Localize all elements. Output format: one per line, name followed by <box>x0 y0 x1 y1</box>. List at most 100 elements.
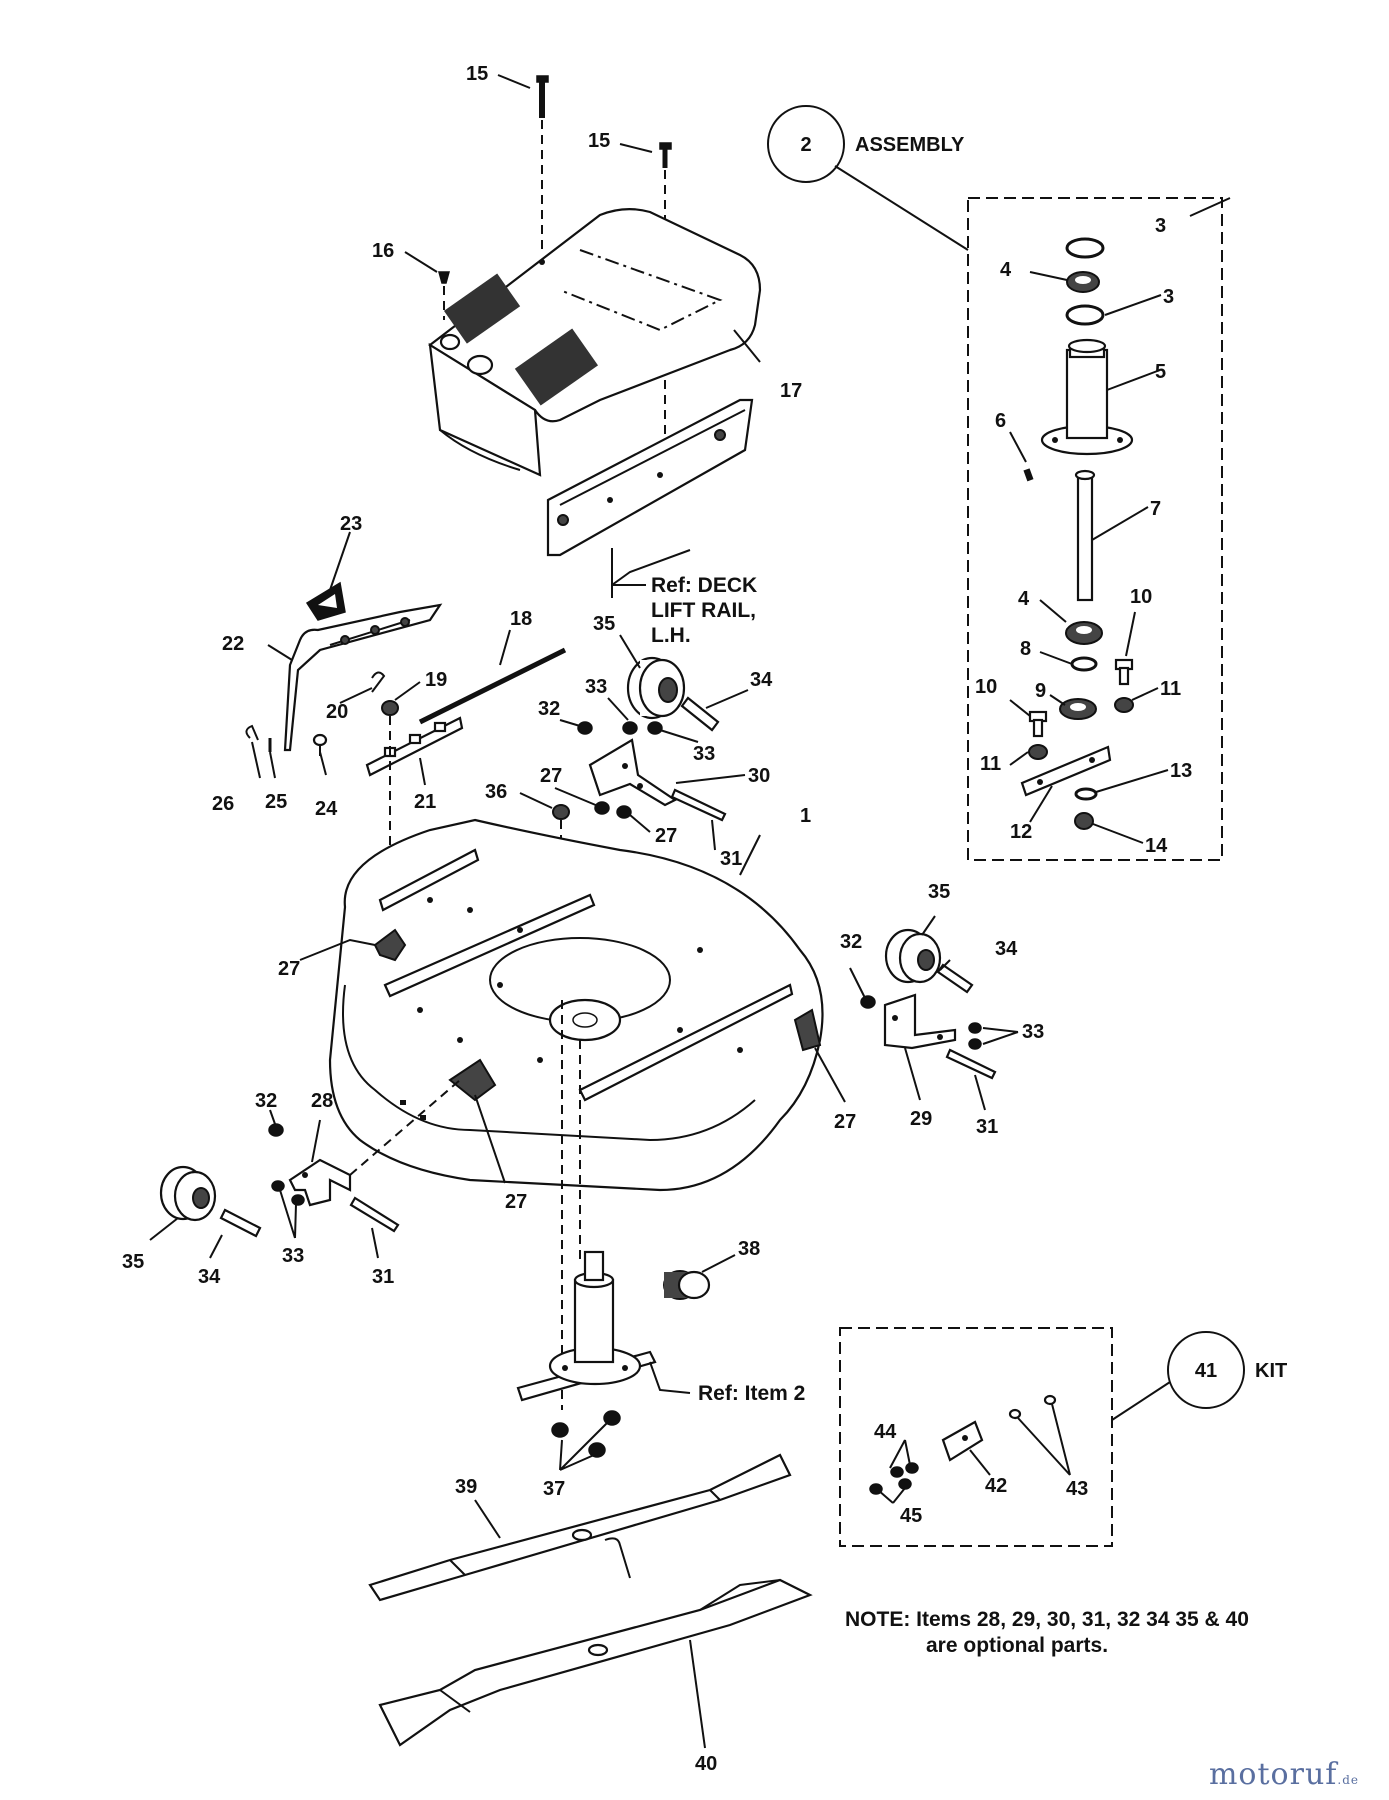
nut-19 <box>381 700 399 716</box>
callout-45: 45 <box>900 1505 922 1527</box>
callout-34: 34 <box>750 669 773 691</box>
bearing-4-lower <box>1065 621 1103 645</box>
callout-11: 11 <box>1160 678 1181 700</box>
axle-34-left <box>219 1208 262 1238</box>
cotter-20 <box>371 671 386 693</box>
spindle-assembly <box>516 1250 657 1402</box>
callout-16: 16 <box>372 240 394 262</box>
callout-27: 27 <box>655 825 677 847</box>
nut-36 <box>552 804 570 820</box>
washers-45 <box>869 1478 912 1495</box>
callout-28: 28 <box>311 1090 333 1112</box>
nut-32-right <box>860 995 876 1009</box>
callout-3: 3 <box>1155 215 1166 237</box>
bolt-31-left <box>349 1196 400 1233</box>
ref-deck-lift-rail: Ref: DECK LIFT RAIL, L.H. <box>611 548 757 647</box>
leader-lines <box>149 74 1231 1749</box>
watermark-logo: motoruf.de <box>1208 1757 1359 1792</box>
assembly-number: 2 <box>800 134 811 156</box>
callout-24: 24 <box>315 798 338 820</box>
bolt-31-top <box>670 788 727 822</box>
callout-numbers: 15 15 16 17 18 19 20 21 22 23 24 25 26 2… <box>122 63 1192 1775</box>
callout-35: 35 <box>928 881 950 903</box>
blade-40 <box>378 1578 813 1747</box>
deck-lift-rail <box>546 398 754 557</box>
callout-13: 13 <box>1170 760 1192 782</box>
callout-25: 25 <box>265 791 287 813</box>
callout-10: 10 <box>975 676 997 698</box>
callout-39: 39 <box>455 1476 477 1498</box>
callout-19: 19 <box>425 669 447 691</box>
callout-31: 31 <box>976 1116 998 1138</box>
callout-15: 15 <box>466 63 488 85</box>
nut-32-left <box>268 1123 284 1137</box>
callout-27: 27 <box>540 765 562 787</box>
bolt-10-left <box>1028 710 1048 738</box>
kit-label: KIT <box>1255 1360 1287 1382</box>
callout-14: 14 <box>1145 835 1168 857</box>
nut-11-right <box>1114 697 1134 713</box>
callout-32: 32 <box>840 931 862 953</box>
nuts-27-top <box>594 801 632 819</box>
callout-38: 38 <box>738 1238 760 1260</box>
callout-40: 40 <box>695 1753 717 1775</box>
callout-37: 37 <box>543 1478 565 1500</box>
callout-6: 6 <box>995 410 1006 432</box>
washer-8 <box>1070 656 1098 672</box>
callout-1: 1 <box>800 805 811 827</box>
callout-11: 11 <box>980 753 1001 775</box>
note-line1: NOTE: Items 28, 29, 30, 31, 32 34 35 & 4… <box>845 1608 1249 1631</box>
roller-35-left <box>159 1165 217 1222</box>
washer-13 <box>1074 787 1098 801</box>
callout-23: 23 <box>340 513 362 535</box>
bracket-28 <box>288 1158 352 1207</box>
callout-21: 21 <box>414 791 436 813</box>
bearing-4-top <box>1066 271 1100 293</box>
spindle-shaft-7 <box>1074 469 1096 602</box>
nut-32-top <box>577 721 593 735</box>
callout-35: 35 <box>593 613 615 635</box>
callout-27: 27 <box>505 1191 527 1213</box>
callout-44: 44 <box>874 1421 897 1443</box>
bracket-30 <box>588 738 678 807</box>
kit-number: 41 <box>1195 1360 1217 1382</box>
callout-33: 33 <box>693 743 715 765</box>
axle-34-top <box>680 696 720 732</box>
kit-41-callout: 41 KIT <box>1111 1331 1287 1421</box>
nut-14 <box>1074 812 1094 830</box>
nuts-44 <box>890 1462 919 1478</box>
blade-39 <box>368 1453 792 1602</box>
bracket-42 <box>941 1420 984 1462</box>
callout-15: 15 <box>588 130 610 152</box>
bolt-31-right <box>945 1048 997 1080</box>
bearing-38 <box>663 1270 711 1300</box>
callout-20: 20 <box>326 701 348 723</box>
callout-32: 32 <box>255 1090 277 1112</box>
handle-bracket-22 <box>283 603 443 752</box>
bracket-21 <box>365 716 464 777</box>
note-line2: are optional parts. <box>926 1634 1108 1657</box>
pulley-9 <box>1059 698 1097 720</box>
clip-23 <box>305 581 346 621</box>
ref-deck-line2: LIFT RAIL, <box>651 599 756 622</box>
callout-18: 18 <box>510 608 532 630</box>
deck-cover-17 <box>428 208 762 477</box>
ref-deck-line3: L.H. <box>651 624 691 647</box>
assembly-2-box <box>967 197 1223 861</box>
bolt-15-left <box>536 75 549 118</box>
roller-35-right <box>884 928 942 984</box>
snap-ring-3-top <box>1065 237 1105 259</box>
nuts-37 <box>551 1410 621 1458</box>
callout-36: 36 <box>485 781 507 803</box>
callout-26: 26 <box>212 793 234 815</box>
bolt-10-right <box>1114 658 1134 686</box>
spindle-housing-5 <box>1040 338 1134 456</box>
roller-35-top <box>626 656 686 720</box>
callout-7: 7 <box>1150 498 1161 520</box>
callout-31: 31 <box>372 1266 394 1288</box>
callout-33: 33 <box>585 676 607 698</box>
callout-12: 12 <box>1010 821 1032 843</box>
assembly-2-callout: 2 ASSEMBLY <box>767 105 969 251</box>
callout-31: 31 <box>720 848 742 870</box>
